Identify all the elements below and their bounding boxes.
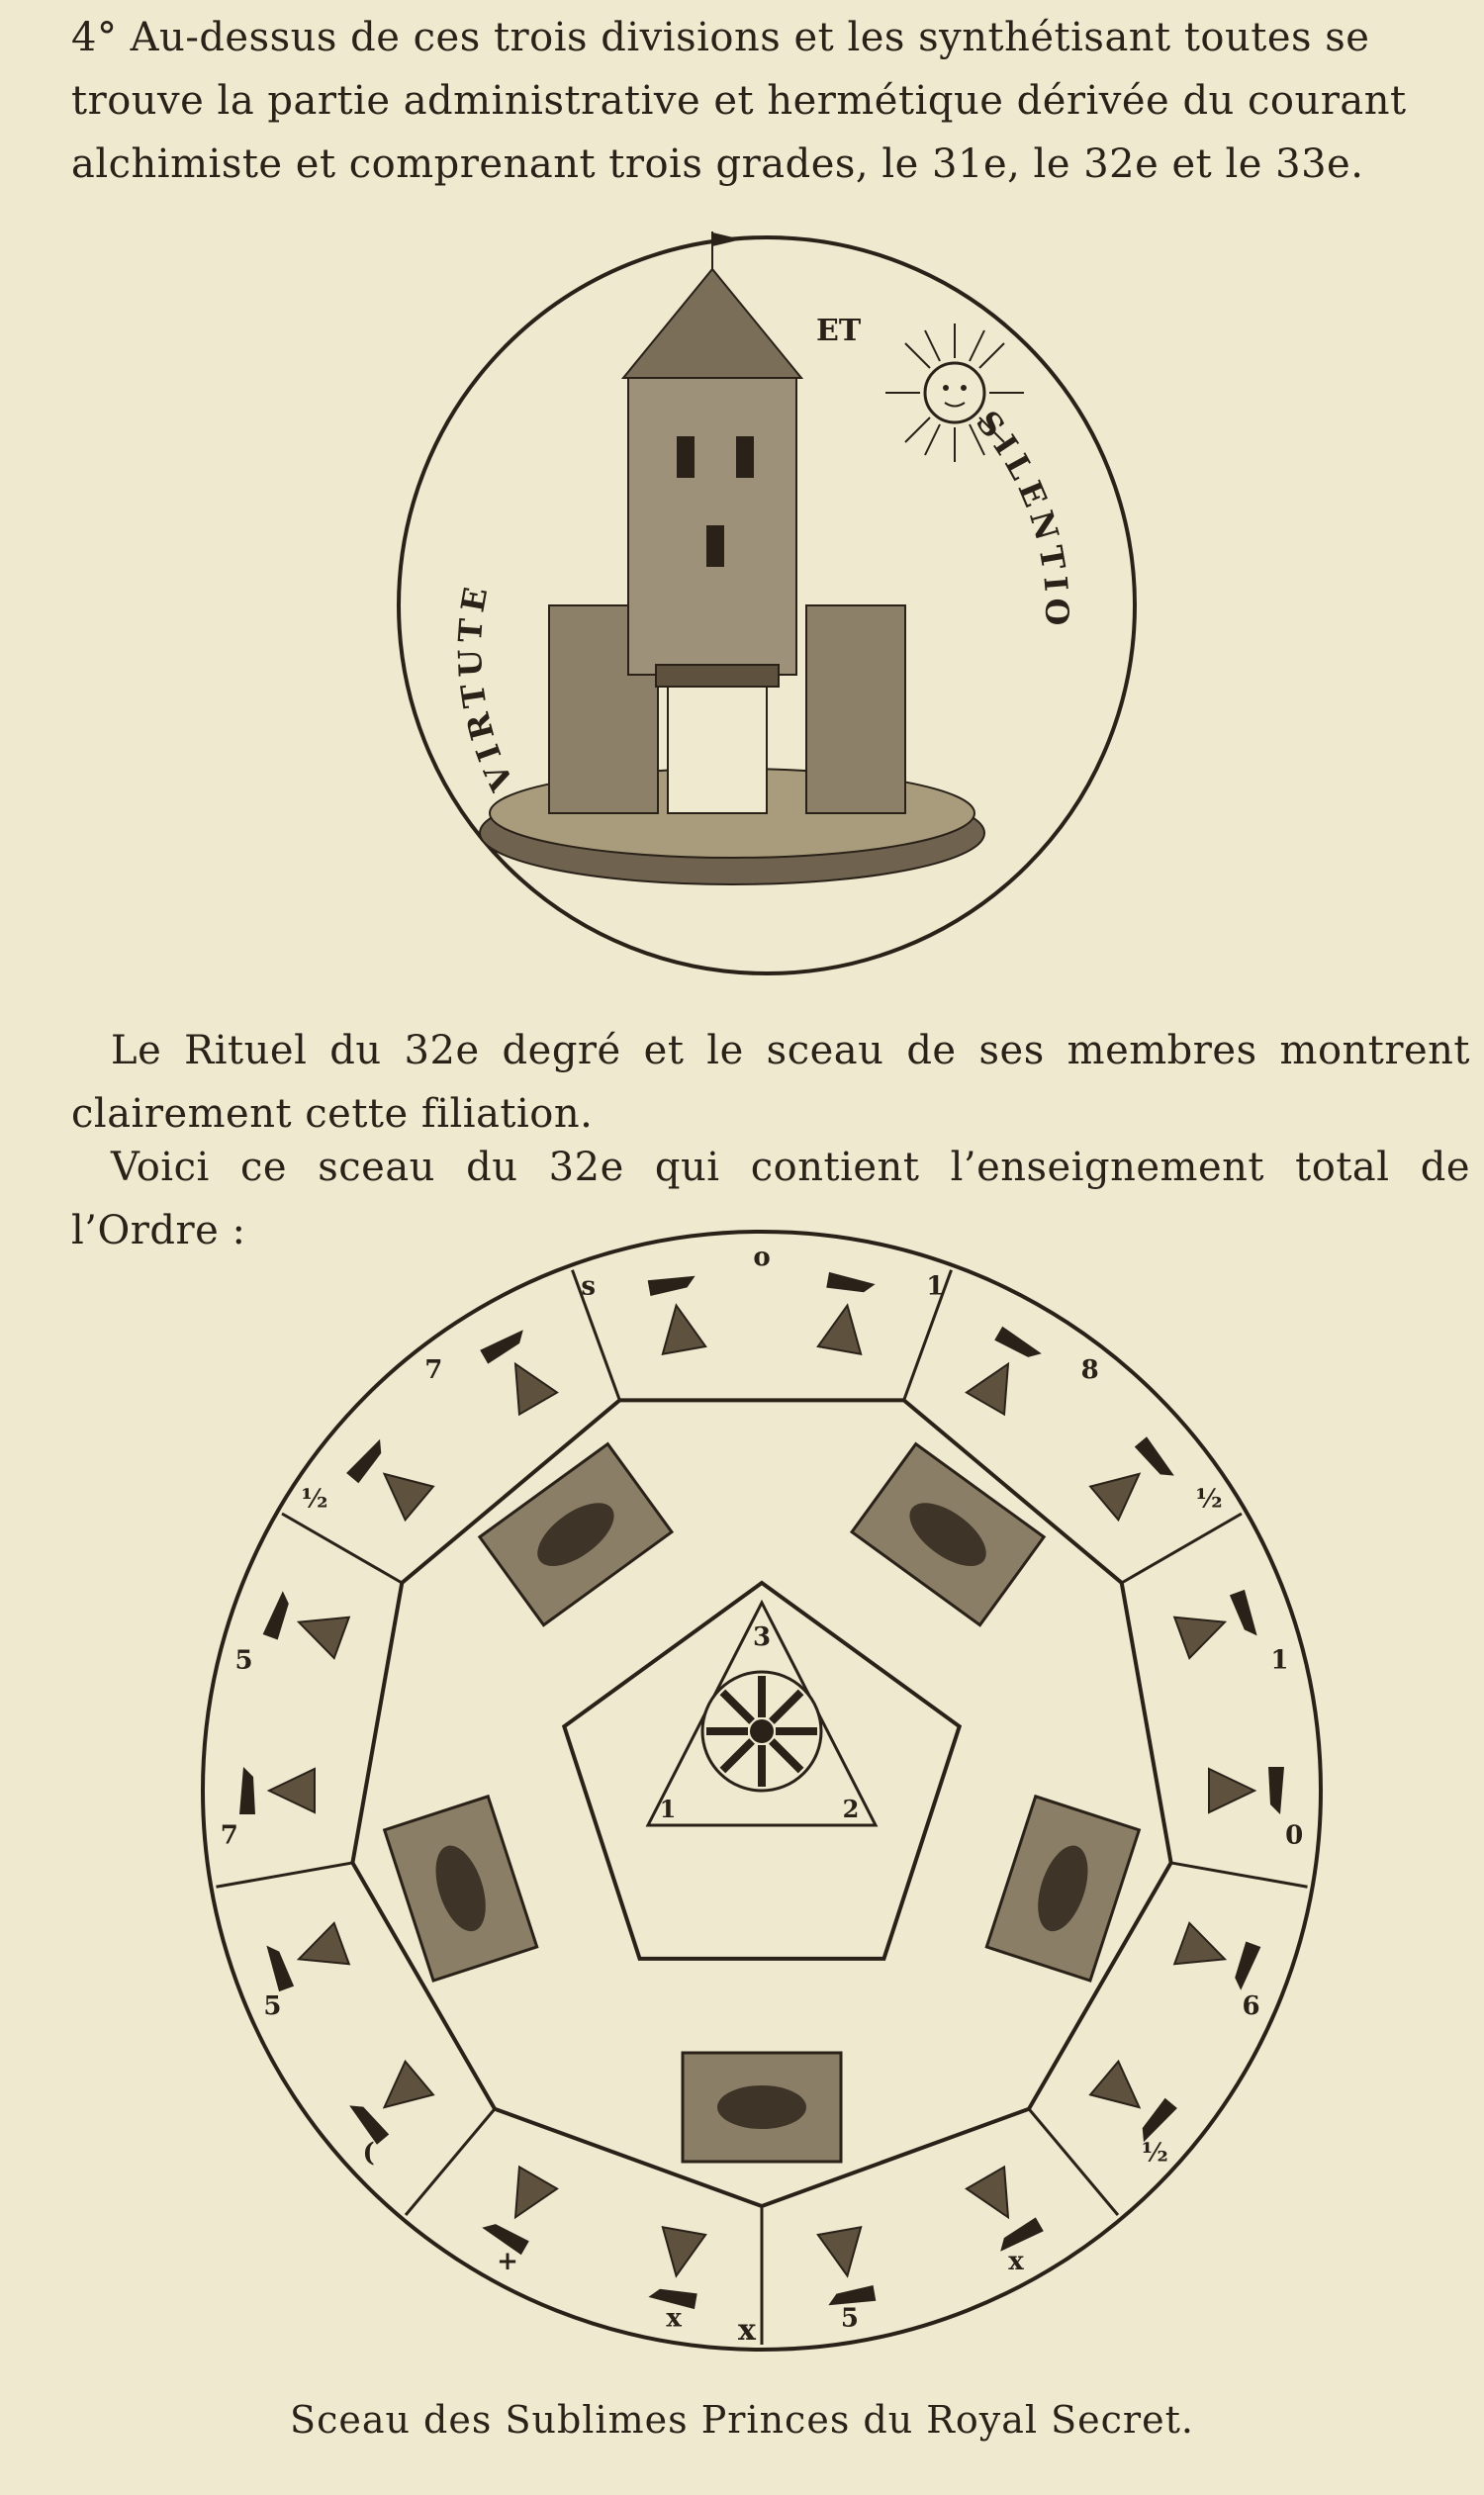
divider-line [1120,1512,1243,1585]
flag-icon [1208,1767,1284,1814]
flag-icon [346,1438,435,1523]
sun-icon [885,323,1024,462]
flag-icon [1088,2059,1177,2143]
outer-letter: 6 [1242,1991,1259,2021]
divider-line [1027,2107,1120,2216]
flag-icon [1172,1921,1261,1990]
outer-letter: 1 [926,1271,944,1301]
divider-line [571,1269,621,1401]
flag-icon [647,1275,707,1355]
flag-icon [816,1271,876,1355]
paragraph-ritual: Le Rituel du 32e degré et le sceau de se… [71,1028,1470,1137]
outer-letter: 1 [1270,1645,1288,1675]
wheel-icon [700,1670,823,1793]
pentagon-frame [561,1580,963,1961]
flag-icon [480,1330,559,1417]
animal-figure [717,2085,806,2129]
flag-icon [965,1326,1042,1417]
outer-letter: 8 [1081,1355,1099,1385]
animal-panels [382,1441,1142,2164]
wheel-spoke [719,1738,755,1774]
animal-figure [909,1503,986,1566]
tower-seal-svg: VIRTUTE ET SILENTIO [397,231,1137,975]
royal-secret-seal-figure: o 1 8 ½ 1 0 6 ½ x 5 x + (5 7 5 ½ 7 s 3 1 2 x [183,1212,1341,2369]
animal-figure [1038,1845,1088,1932]
outer-letter: o [753,1243,770,1272]
outer-letter: + [497,2247,518,2276]
wheel-spoke [719,1689,755,1724]
motto-mid-text: ET [816,314,862,348]
divider-line [281,1512,404,1585]
outer-letter: s [581,1271,596,1301]
triangle-number-top: 3 [753,1622,771,1652]
intro-line-1: 4° Au-dessus de ces trois divisions et l… [71,15,1370,60]
bottom-letter: x [738,2313,757,2348]
nonagon-frame [350,1398,1173,2209]
flag-icon [648,2226,707,2310]
flag-icon [349,2059,435,2145]
flag-icon [482,2165,559,2256]
flag-icon [816,2226,877,2306]
outer-letter: ½ [301,1485,327,1515]
flag-icon [965,2165,1044,2252]
outer-letter: x [1008,2247,1024,2276]
outer-letter: 0 [1285,1821,1303,1851]
outer-letter: ( [363,2139,375,2169]
divider-line [1170,1861,1308,1889]
outer-circle [201,1230,1323,2352]
divider-line [216,1861,353,1889]
divider-line [902,1269,953,1401]
outer-letter: 7 [424,1355,442,1385]
flag-icon [262,1591,351,1660]
seal-border [397,235,1137,975]
triangle-number-right: 2 [843,1795,860,1823]
flag-icon [1172,1589,1257,1660]
flag-icon [239,1767,316,1814]
motto-left-text: VIRTUTE [451,579,522,797]
intro-line-3: alchimiste et comprenant trois grades, l… [71,141,1364,187]
triangle-number-left: 1 [660,1795,677,1823]
outer-letter: 7 [221,1821,238,1851]
outer-letter: x [666,2304,682,2334]
wheel-spoke [769,1738,804,1774]
outer-letter: 5 [841,2304,859,2334]
flag-icon [266,1921,351,1992]
motto-right-text: SILENTIO [969,404,1075,632]
paragraph-intro: 4° Au-dessus de ces trois divisions et l… [71,6,1470,196]
paragraph-seal-intro: Voici ce sceau du 32e qui contient l’ens… [71,1145,1470,1253]
animal-figure [435,1845,486,1932]
royal-secret-seal-svg: o 1 8 ½ 1 0 6 ½ x 5 x + (5 7 5 ½ 7 s 3 1 2 x [201,1230,1323,2352]
wheel-spoke [769,1689,804,1724]
tower-seal-figure: VIRTUTE ET SILENTIO [391,230,1143,981]
outer-letter: ½ [1196,1485,1223,1515]
outer-letter: ½ [1142,2139,1168,2169]
figure-caption: Sceau des Sublimes Princes du Royal Secr… [290,2398,1194,2442]
outer-letter: 5 [263,1991,281,2021]
outer-letter: 5 [234,1645,252,1675]
flag-ring [216,1269,1308,2345]
divider-line [404,2107,497,2216]
outer-letter-ring: o 1 8 ½ 1 0 6 ½ x 5 x + (5 7 5 ½ 7 s [221,1243,1303,2334]
flag-icon [1088,1436,1174,1523]
animal-figure [537,1503,614,1566]
tower-icon [479,231,985,885]
intro-line-2: trouve la partie administrative et hermé… [71,78,1407,124]
